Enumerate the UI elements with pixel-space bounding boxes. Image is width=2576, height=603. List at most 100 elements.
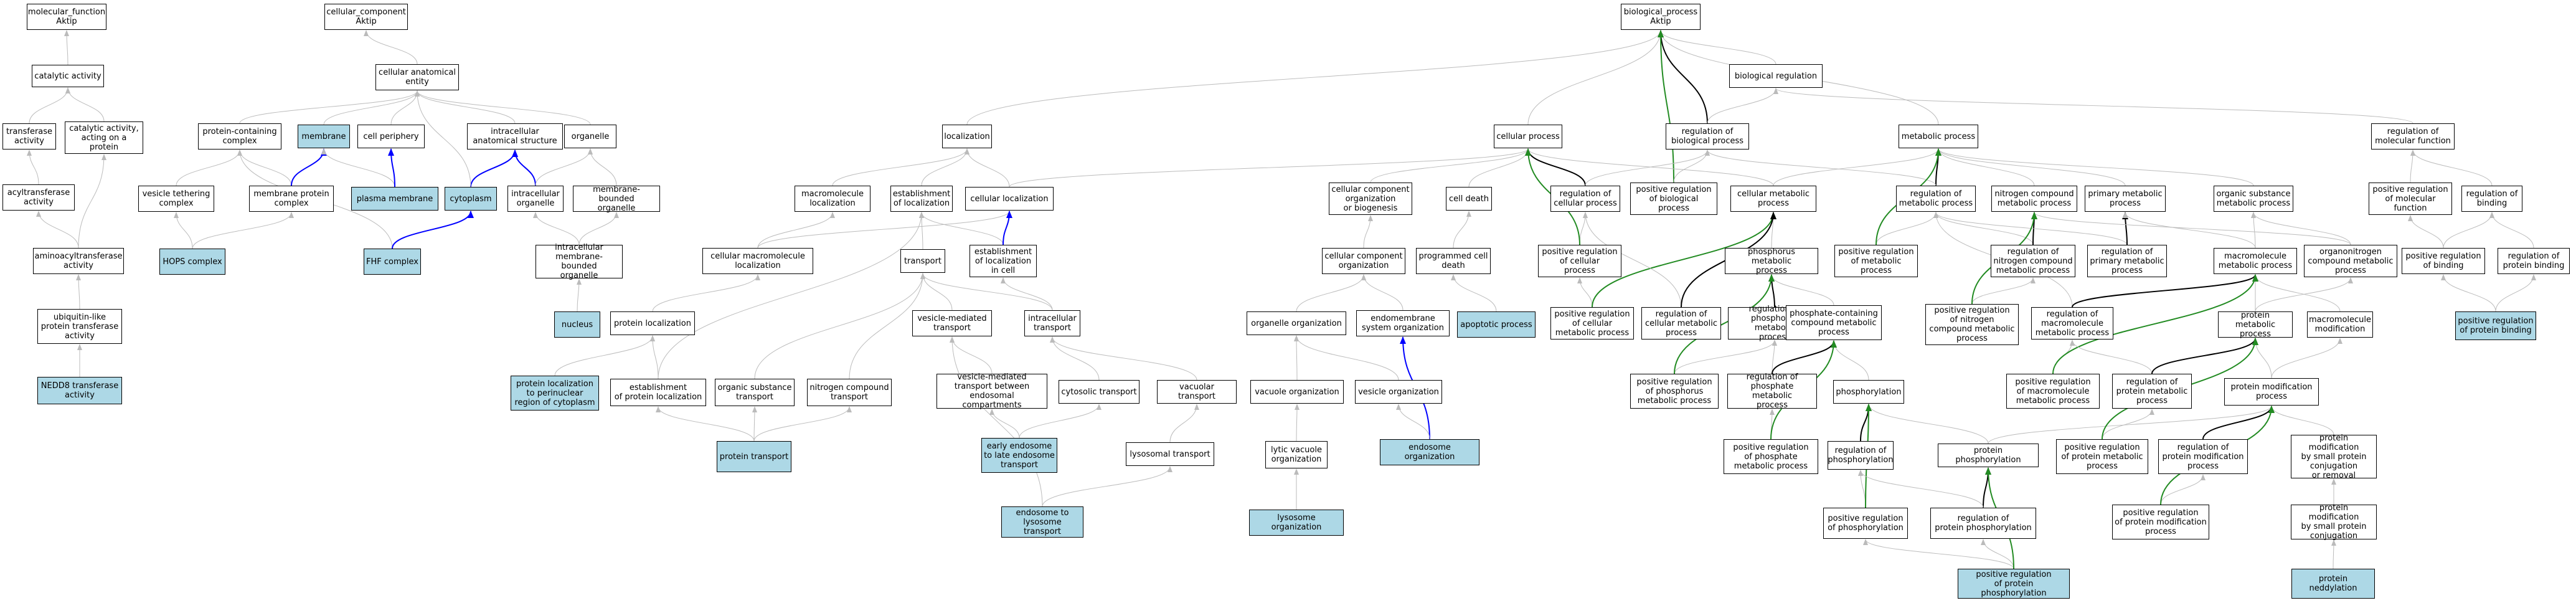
node-apoptotic-process[interactable]: apoptotic process [1457,311,1536,338]
node-acyltransferase-activity[interactable]: acyltransferase activity [2,184,75,211]
node-biological-regulation[interactable]: biological regulation [1729,64,1823,88]
node-phosphorylation[interactable]: phosphorylation [1833,380,1904,404]
node-positive-regulation-of-binding[interactable]: positive regulation of binding [2402,248,2485,274]
node-membrane[interactable]: membrane [298,125,350,148]
node-plasma-membrane[interactable]: plasma membrane [351,187,438,211]
node-ubiquitin-like-transferase[interactable]: ubiquitin-like protein transferase activ… [37,309,122,344]
node-catalytic-activity-protein[interactable]: catalytic activity, acting on a protein [65,121,143,154]
node-nucleus[interactable]: nucleus [554,311,600,338]
node-membrane-protein-complex[interactable]: membrane protein complex [249,186,334,212]
node-positive-regulation-of-protein-phosphorylation[interactable]: positive regulation of protein phosphory… [1958,569,2070,599]
node-organic-substance-transport[interactable]: organic substance transport [715,379,795,406]
node-cell-death[interactable]: cell death [1446,187,1492,211]
node-regulation-of-biological-process[interactable]: regulation of biological process [1666,123,1749,150]
node-regulation-of-protein-modification-process[interactable]: regulation of protein modification proce… [2158,439,2248,474]
node-intracellular-transport[interactable]: intracellular transport [1024,310,1080,336]
node-vacuole-organization[interactable]: vacuole organization [1250,380,1344,404]
node-regulation-of-macromolecule-metabolic-process[interactable]: regulation of macromolecule metabolic pr… [2031,307,2113,339]
node-protein-metabolic-process[interactable]: protein metabolic process [2218,311,2293,339]
node-cytosolic-transport[interactable]: cytosolic transport [1059,380,1139,404]
node-protein-transport[interactable]: protein transport [717,441,791,472]
node-cytoplasm[interactable]: cytoplasm [445,187,497,211]
node-protein-modification-by-small-protein-conjugation-or-removal[interactable]: protein modification by small protein co… [2291,434,2377,480]
node-positive-regulation-of-macromolecule-metabolic-process[interactable]: positive regulation of macromolecule met… [2006,374,2100,409]
node-regulation-of-protein-phosphorylation[interactable]: regulation of protein phosphorylation [1930,508,2036,539]
node-fhf-complex[interactable]: FHF complex [364,249,421,275]
node-organelle[interactable]: organelle [564,125,616,148]
node-positive-regulation-of-nitrogen-compound-metabolic-process[interactable]: positive regulation of nitrogen compound… [1925,304,2019,345]
node-endosome-to-lysosome-transport[interactable]: endosome to lysosome transport [1001,506,1083,538]
node-cellular-metabolic-process[interactable]: cellular metabolic process [1730,186,1816,212]
node-protein-localization[interactable]: protein localization [610,311,695,335]
node-nedd8-transferase-activity[interactable]: NEDD8 transferase activity [37,377,122,404]
node-regulation-of-metabolic-process[interactable]: regulation of metabolic process [1896,186,1976,212]
node-early-endosome-to-late-endosome-transport[interactable]: early endosome to late endosome transpor… [981,438,1057,473]
node-vesicle-mediated-transport[interactable]: vesicle-mediated transport [912,310,992,336]
node-cellular-anatomical-entity[interactable]: cellular anatomical entity [375,64,459,90]
node-phosphorus-metabolic-process[interactable]: phosphorus metabolic process [1725,247,1818,275]
node-endosome-organization[interactable]: endosome organization [1380,439,1479,465]
node-positive-regulation-of-biological-process[interactable]: positive regulation of biological proces… [1630,183,1717,215]
node-organic-substance-metabolic-process[interactable]: organic substance metabolic process [2214,186,2293,212]
node-transferase-activity[interactable]: transferase activity [2,123,56,150]
node-organelle-organization[interactable]: organelle organization [1247,311,1346,335]
node-positive-regulation-of-phosphorus-metabolic-process[interactable]: positive regulation of phosphorus metabo… [1630,374,1719,409]
node-vesicle-organization[interactable]: vesicle organization [1355,380,1442,404]
node-biological-process-aktip[interactable]: biological_process Aktip [1621,4,1701,30]
node-phosphate-containing-compound-metabolic-process[interactable]: phosphate-containing compound metabolic … [1786,305,1882,340]
node-cell-periphery[interactable]: cell periphery [357,125,425,148]
node-regulation-of-protein-metabolic-process[interactable]: regulation of protein metabolic process [2112,374,2192,409]
node-regulation-of-nitrogen-compound-metabolic-process[interactable]: regulation of nitrogen compound metaboli… [1991,245,2075,277]
node-macromolecule-metabolic-process[interactable]: macromolecule metabolic process [2214,248,2297,274]
node-establishment-of-localization-in-cell[interactable]: establishment of localization in cell [970,245,1037,277]
node-protein-containing-complex[interactable]: protein-containing complex [198,123,281,150]
node-positive-regulation-of-molecular-function[interactable]: positive regulation of molecular functio… [2369,183,2452,215]
node-positive-regulation-of-cellular-process[interactable]: positive regulation of cellular process [1538,245,1621,277]
node-aminoacyltransferase-activity[interactable]: aminoacyltransferase activity [33,248,124,274]
node-cellular-component-aktip[interactable]: cellular_component Aktip [324,4,408,30]
node-positive-regulation-of-protein-metabolic-process[interactable]: positive regulation of protein metabolic… [2056,439,2148,474]
node-nitrogen-compound-metabolic-process[interactable]: nitrogen compound metabolic process [1991,186,2077,212]
node-macromolecule-localization[interactable]: macromolecule localization [795,186,870,212]
node-intracellular-organelle[interactable]: intracellular organelle [507,186,564,212]
node-localization[interactable]: localization [942,125,992,148]
node-regulation-of-cellular-metabolic-process[interactable]: regulation of cellular metabolic process [1641,307,1721,339]
node-regulation-of-cellular-process[interactable]: regulation of cellular process [1550,186,1620,212]
node-programmed-cell-death[interactable]: programmed cell death [1416,248,1491,274]
node-regulation-of-molecular-function[interactable]: regulation of molecular function [2371,123,2455,150]
node-cellular-localization[interactable]: cellular localization [965,187,1054,211]
node-intracellular-anatomical-structure[interactable]: intracellular anatomical structure [467,123,563,150]
node-nitrogen-compound-transport[interactable]: nitrogen compound transport [807,379,892,406]
node-regulation-of-primary-metabolic-process[interactable]: regulation of primary metabolic process [2087,245,2167,277]
node-vacuolar-transport[interactable]: vacuolar transport [1157,380,1237,404]
node-establishment-of-localization[interactable]: establishment of localization [890,186,953,212]
node-transport[interactable]: transport [900,249,945,273]
node-organonitrogen-compound-metabolic-process[interactable]: organonitrogen compound metabolic proces… [2304,245,2397,277]
node-positive-regulation-of-phosphorylation[interactable]: positive regulation of phosphorylation [1823,508,1908,539]
node-regulation-of-phosphate-metabolic-process[interactable]: regulation of phosphate metabolic proces… [1727,373,1817,410]
node-protein-neddylation[interactable]: protein neddylation [2291,569,2375,599]
node-protein-modification-process[interactable]: protein modification process [2224,378,2319,406]
node-positive-regulation-of-metabolic-process[interactable]: positive regulation of metabolic process [1834,245,1918,277]
node-regulation-of-protein-binding[interactable]: regulation of protein binding [2498,248,2570,274]
node-positive-regulation-of-protein-modification-process[interactable]: positive regulation of protein modificat… [2112,505,2209,539]
node-macromolecule-modification[interactable]: macromolecule modification [2307,311,2373,338]
node-cellular-process[interactable]: cellular process [1494,125,1562,148]
node-regulation-of-binding[interactable]: regulation of binding [2461,186,2522,212]
node-positive-regulation-of-protein-binding[interactable]: positive regulation of protein binding [2455,311,2536,340]
node-primary-metabolic-process[interactable]: primary metabolic process [2085,186,2166,212]
node-molecular-function-aktip[interactable]: molecular_function Aktip [27,4,106,30]
node-lytic-vacuole-organization[interactable]: lytic vacuole organization [1265,441,1328,468]
node-lysosomal-transport[interactable]: lysosomal transport [1126,442,1214,466]
node-positive-regulation-of-cellular-metabolic-process[interactable]: positive regulation of cellular metaboli… [1550,307,1634,339]
node-protein-localization-to-perinuclear-region[interactable]: protein localization to perinuclear regi… [511,376,599,411]
node-vesicle-tethering-complex[interactable]: vesicle tethering complex [138,186,214,212]
node-metabolic-process[interactable]: metabolic process [1899,125,1978,148]
node-establishment-of-protein-localization[interactable]: establishment of protein localization [610,379,706,406]
node-regulation-of-phosphorylation[interactable]: regulation of phosphorylation [1828,441,1894,470]
node-intracellular-membrane-bounded-organelle[interactable]: intracellular membrane-bounded organelle [535,243,623,280]
node-cellular-macromolecule-localization[interactable]: cellular macromolecule localization [702,248,813,274]
node-cellular-component-organization-or-biogenesis[interactable]: cellular component organization or bioge… [1329,183,1412,215]
node-catalytic-activity[interactable]: catalytic activity [32,65,104,87]
node-cellular-component-organization[interactable]: cellular component organization [1322,248,1405,274]
